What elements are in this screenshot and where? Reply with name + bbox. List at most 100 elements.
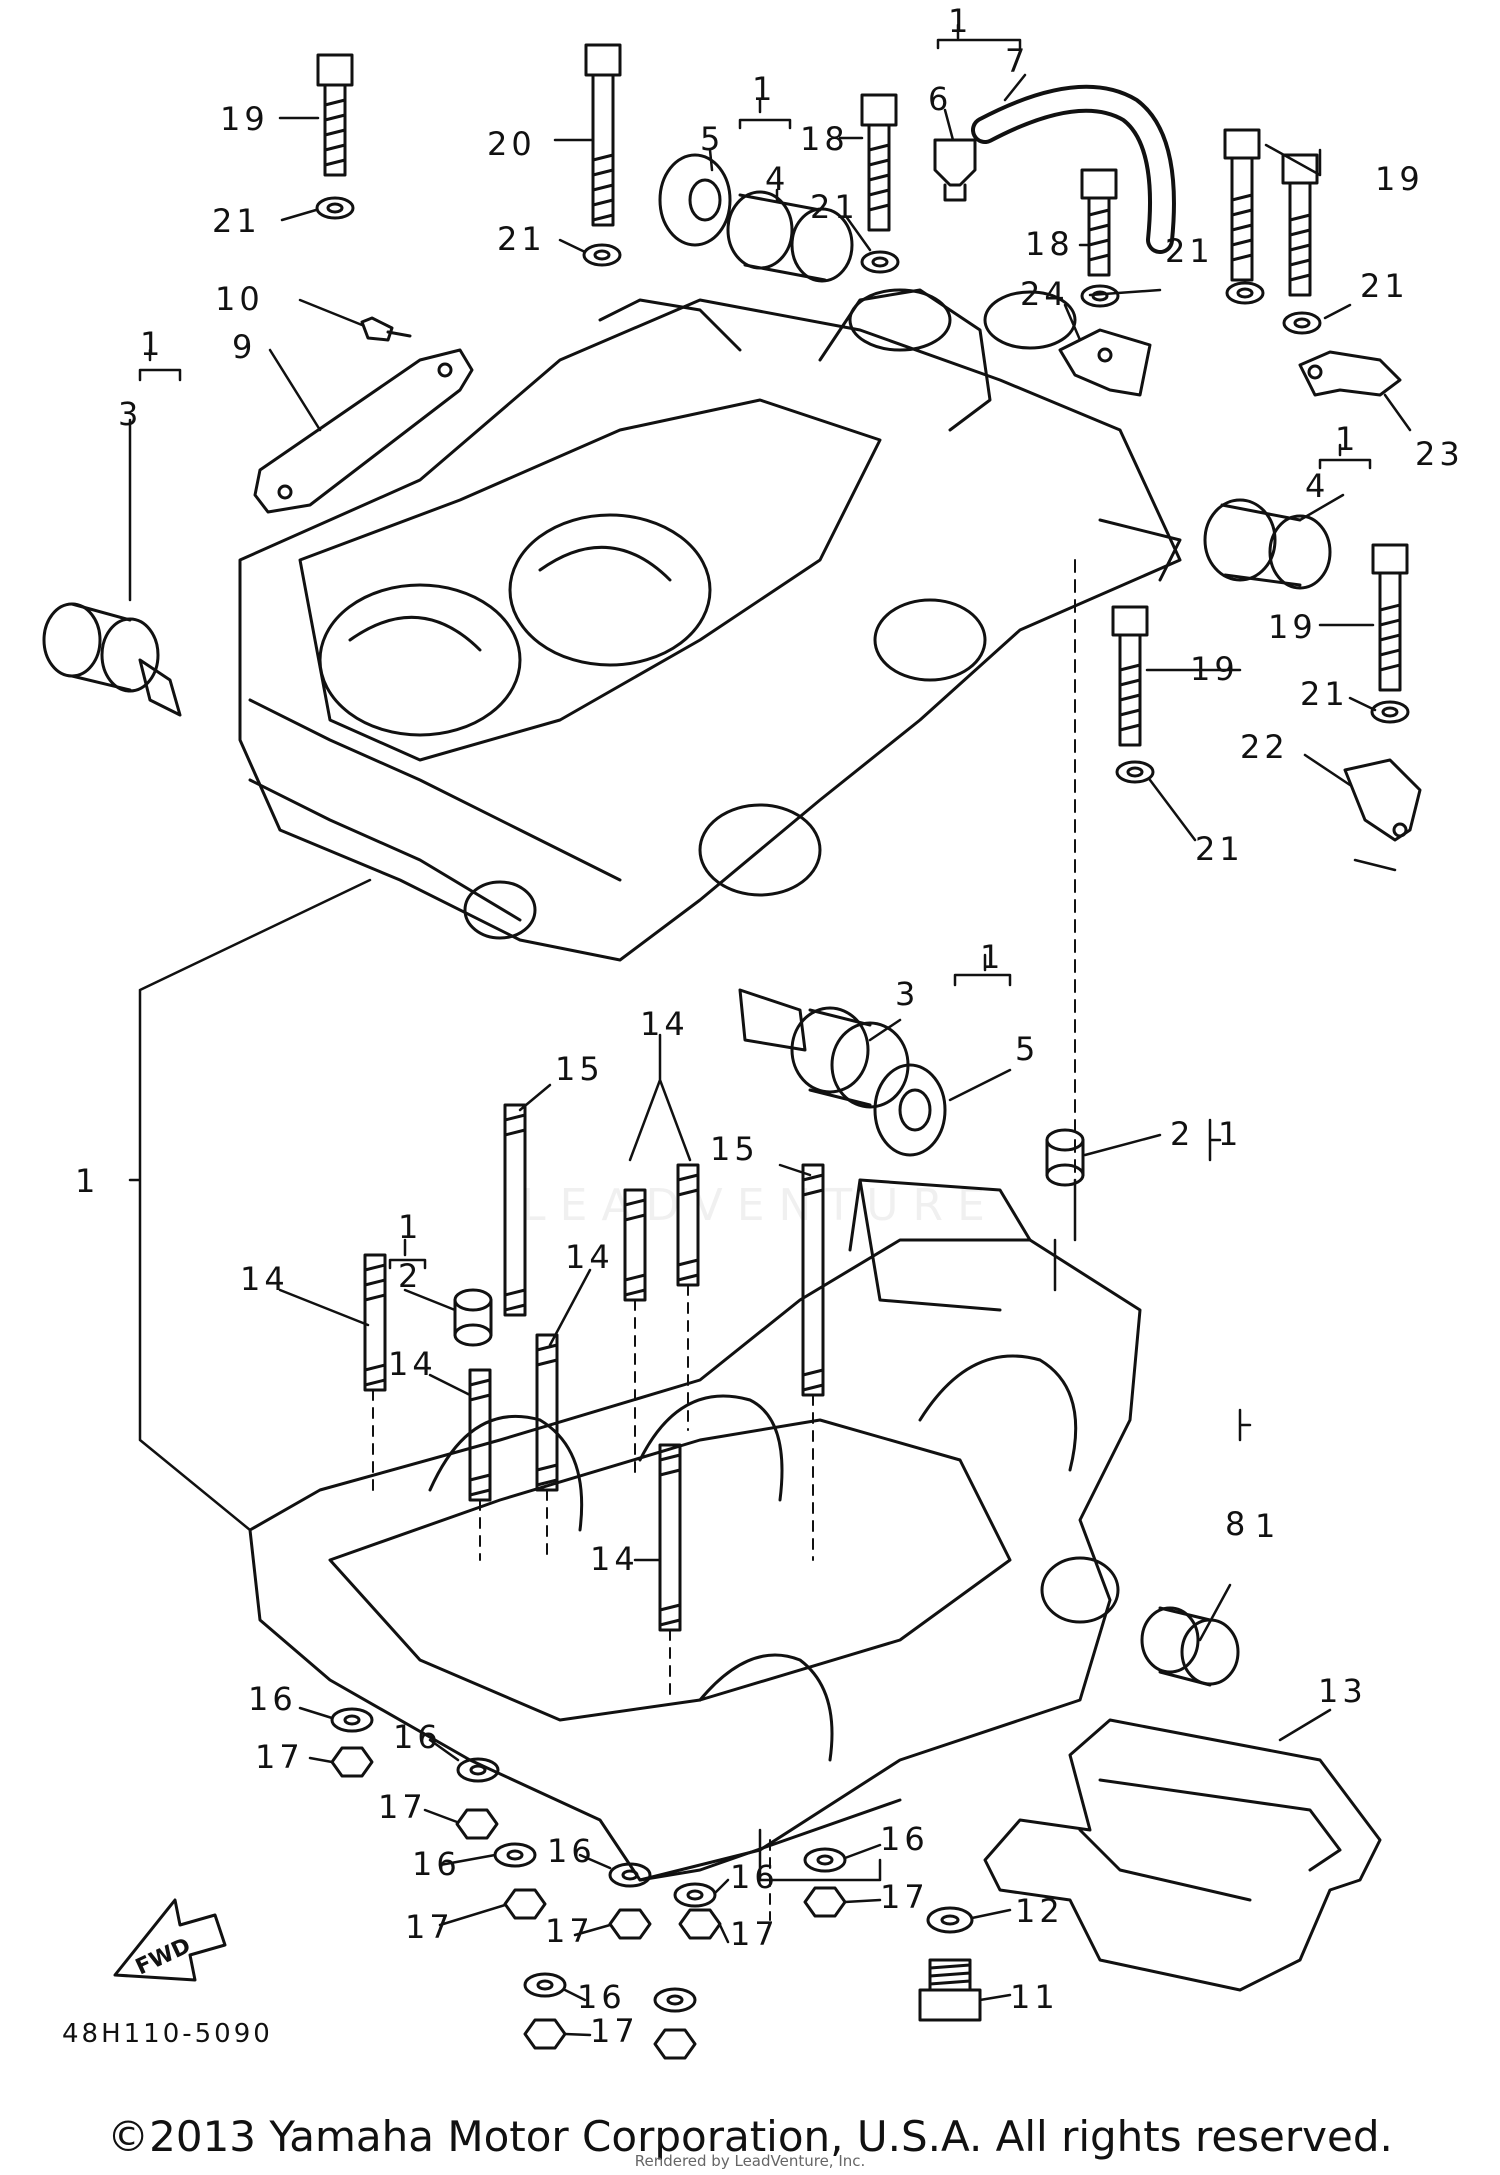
bolt-19-right-mid bbox=[1371, 543, 1409, 692]
bracket-24 bbox=[1058, 328, 1152, 397]
bracket-22 bbox=[1343, 758, 1422, 842]
bolt-10 bbox=[360, 316, 412, 342]
callout-22: 22 bbox=[1240, 728, 1289, 766]
callout-1: 1 bbox=[980, 938, 1004, 976]
callout-5: 5 bbox=[700, 120, 724, 158]
callout-17: 17 bbox=[405, 1908, 454, 1946]
oil-seal-5-top bbox=[658, 153, 732, 247]
bolt-19-center bbox=[1111, 605, 1149, 747]
callout-1: 1 bbox=[1335, 420, 1359, 458]
lower-crankcase bbox=[248, 1178, 1142, 1882]
bolt-20 bbox=[584, 43, 622, 227]
washer-12 bbox=[926, 1906, 974, 1934]
callout-1: 1 bbox=[1218, 1115, 1242, 1153]
callout-17: 17 bbox=[378, 1788, 427, 1826]
callout-16: 16 bbox=[577, 1978, 626, 2016]
watermark: LEADVENTURE bbox=[521, 1180, 999, 1231]
callout-8: 8 bbox=[1225, 1505, 1249, 1543]
callout-1: 1 bbox=[752, 70, 776, 108]
callout-19: 19 bbox=[1190, 650, 1239, 688]
rendered-by-notice: Rendered by LeadVenture, Inc. bbox=[634, 2152, 866, 2170]
fwd-arrow bbox=[113, 1898, 227, 1982]
callout-7: 7 bbox=[1005, 42, 1029, 80]
callout-14: 14 bbox=[240, 1260, 289, 1298]
callout-19: 19 bbox=[1375, 160, 1424, 198]
callout-19: 19 bbox=[220, 100, 269, 138]
stud-15 bbox=[503, 1103, 825, 1397]
engine-mount-4-right bbox=[1203, 498, 1332, 590]
bolt-19-left bbox=[316, 53, 354, 177]
callout-13: 13 bbox=[1318, 1672, 1367, 1710]
callout-3: 3 bbox=[118, 395, 142, 433]
callout-21: 21 bbox=[810, 188, 859, 226]
bolt-18-center bbox=[860, 93, 898, 232]
callout-1: 1 bbox=[948, 2, 972, 40]
callout-15: 15 bbox=[555, 1050, 604, 1088]
callout-17: 17 bbox=[880, 1878, 929, 1916]
leader-lines bbox=[128, 23, 1412, 2037]
drain-plug-11 bbox=[918, 1958, 982, 2022]
callout-15: 15 bbox=[710, 1130, 759, 1168]
engine-mount-3-left bbox=[42, 602, 182, 717]
drawing-code: 48H110-5090 bbox=[62, 2019, 273, 2049]
callout-21: 21 bbox=[497, 220, 546, 258]
callout-1: 1 bbox=[398, 1208, 422, 1246]
callout-6: 6 bbox=[928, 80, 952, 118]
callout-16: 16 bbox=[730, 1858, 779, 1896]
callout-9: 9 bbox=[232, 328, 256, 366]
callout-layer: 19 21 10 9 1 3 20 21 1 5 4 18 21 1 7 6 1… bbox=[75, 2, 1464, 2050]
callout-18: 18 bbox=[800, 120, 849, 158]
washer-21 bbox=[315, 196, 1410, 784]
callout-10: 10 bbox=[215, 280, 264, 318]
dowel-2 bbox=[453, 1128, 1085, 1347]
washer-16 bbox=[330, 1707, 847, 2013]
callout-19: 19 bbox=[1268, 608, 1317, 646]
stud-14 bbox=[363, 1163, 700, 1632]
cover-9 bbox=[253, 348, 474, 514]
callout-16: 16 bbox=[880, 1820, 929, 1858]
bolt-19-top-right-b bbox=[1281, 153, 1319, 297]
callout-1: 1 bbox=[140, 325, 164, 363]
callout-11: 11 bbox=[1010, 1978, 1059, 2016]
callout-2: 2 bbox=[1170, 1115, 1194, 1153]
callout-21: 21 bbox=[1300, 675, 1349, 713]
crankcase-exploded-view: FWD 48H110-5090 19 21 10 9 1 3 20 21 1 5… bbox=[42, 2, 1464, 2060]
callout-3: 3 bbox=[895, 975, 919, 1013]
callout-14: 14 bbox=[640, 1005, 689, 1043]
callout-14: 14 bbox=[590, 1540, 639, 1578]
callout-1: 1 bbox=[75, 1162, 99, 1200]
collar-8 bbox=[1140, 1606, 1240, 1687]
copyright-notice: ©2013 Yamaha Motor Corporation, U.S.A. A… bbox=[107, 2112, 1393, 2161]
callout-21: 21 bbox=[1360, 267, 1409, 305]
callout-21: 21 bbox=[212, 202, 261, 240]
callout-2: 2 bbox=[398, 1257, 422, 1295]
bracket-23 bbox=[1298, 350, 1402, 397]
fitting-6 bbox=[933, 138, 977, 202]
callout-21: 21 bbox=[1195, 830, 1244, 868]
bolt-19-top-right-a bbox=[1223, 128, 1261, 282]
callout-23: 23 bbox=[1415, 435, 1464, 473]
callout-14: 14 bbox=[388, 1345, 437, 1383]
hose-7 bbox=[971, 84, 1176, 254]
callout-16: 16 bbox=[393, 1718, 442, 1756]
oil-seal-5-center bbox=[873, 1063, 947, 1157]
callout-17: 17 bbox=[590, 2012, 639, 2050]
callout-17: 17 bbox=[545, 1912, 594, 1950]
bolt-18-right bbox=[1080, 168, 1118, 277]
callout-5: 5 bbox=[1015, 1030, 1039, 1068]
callout-14: 14 bbox=[565, 1238, 614, 1276]
callout-12: 12 bbox=[1015, 1892, 1064, 1930]
upper-crankcase bbox=[238, 288, 1182, 962]
callout-1: 1 bbox=[1255, 1507, 1279, 1545]
callout-17: 17 bbox=[255, 1738, 304, 1776]
engine-mount-4-top bbox=[726, 190, 854, 283]
callout-16: 16 bbox=[248, 1680, 297, 1718]
callout-4: 4 bbox=[765, 160, 789, 198]
gasket-13 bbox=[983, 1718, 1382, 1992]
callout-21: 21 bbox=[1165, 232, 1214, 270]
callout-16: 16 bbox=[412, 1845, 461, 1883]
callout-18: 18 bbox=[1025, 225, 1074, 263]
callout-24: 24 bbox=[1020, 275, 1069, 313]
callout-17: 17 bbox=[730, 1915, 779, 1953]
